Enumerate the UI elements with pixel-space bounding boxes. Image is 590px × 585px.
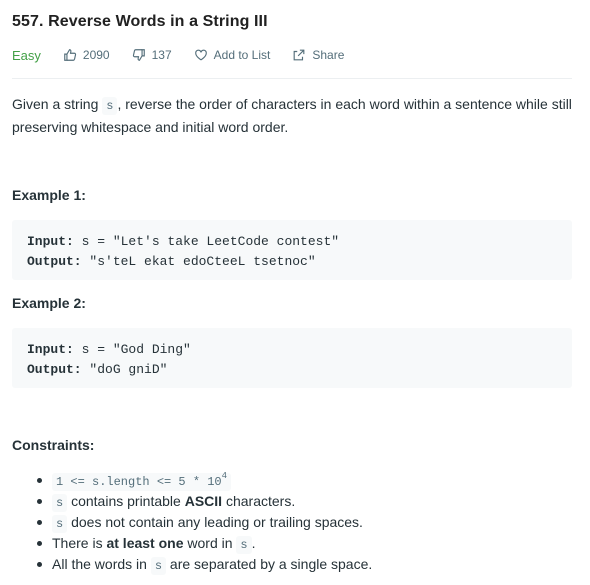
example-1-input-label: Input: <box>27 234 74 249</box>
constraint-text: are separated by a single space. <box>166 556 373 572</box>
thumbs-down-icon <box>132 49 145 61</box>
constraint-length-code: 1 <= s.length <= 5 * 10 <box>56 475 222 489</box>
example-2-title: Example 2: <box>12 295 86 311</box>
dislike-button[interactable]: 137 <box>132 48 172 62</box>
constraint-item: All the words in s are separated by a si… <box>12 554 572 575</box>
constraint-item: 1 <= s.length <= 5 * 104 <box>12 470 572 491</box>
problem-statement: Given a string s, reverse the order of c… <box>12 94 572 138</box>
like-count: 2090 <box>82 48 110 62</box>
constraints-title: Constraints: <box>12 437 95 453</box>
constraint-text: characters. <box>222 493 296 509</box>
example-2-output-label: Output: <box>27 362 82 377</box>
exponent: 4 <box>221 471 228 481</box>
inline-code: s <box>52 515 68 533</box>
example-2-block: Input: s = "God Ding" Output: "doG gniD" <box>12 328 572 388</box>
example-1-block: Input: s = "Let's take LeetCode contest"… <box>12 220 572 280</box>
inline-code: s <box>236 536 252 554</box>
like-button[interactable]: 2090 <box>63 48 110 62</box>
constraint-item: s does not contain any leading or traili… <box>12 512 572 533</box>
share-icon <box>293 49 305 61</box>
constraint-bold: at least one <box>106 535 184 551</box>
constraint-text: . <box>251 535 256 551</box>
example-2-output: "doG gniD" <box>81 362 168 377</box>
inline-code: s <box>52 494 68 512</box>
problem-title: 557. Reverse Words in a String III <box>12 13 268 30</box>
header-divider <box>12 78 572 79</box>
example-1-output-label: Output: <box>27 254 82 269</box>
statement-text: , reverse the order of characters in eac… <box>12 96 572 135</box>
problem-meta-bar: Easy 2090 137 Add to List <box>12 46 366 64</box>
add-to-list-button[interactable]: Add to List <box>194 48 271 62</box>
share-label: Share <box>312 48 345 62</box>
example-1-title: Example 1: <box>12 187 86 203</box>
constraint-item: There is at least one word in s. <box>12 533 572 554</box>
constraint-text: There is <box>52 535 107 551</box>
constraints-list: 1 <= s.length <= 5 * 104 s contains prin… <box>12 470 572 575</box>
example-1-input: s = "Let's take LeetCode contest" <box>73 234 340 249</box>
constraint-item: s contains printable ASCII characters. <box>12 491 572 512</box>
constraint-text: word in <box>183 535 237 551</box>
constraint-text: All the words in <box>52 556 151 572</box>
statement-text: Given a string <box>12 96 103 112</box>
dislike-count: 137 <box>151 48 172 62</box>
example-2-input-label: Input: <box>27 342 74 357</box>
constraint-bold: ASCII <box>184 493 223 509</box>
inline-code: s <box>102 97 118 115</box>
share-button[interactable]: Share <box>292 48 344 62</box>
inline-code: s <box>150 557 167 575</box>
difficulty-badge: Easy <box>12 47 41 63</box>
inline-code: 1 <= s.length <= 5 * 104 <box>52 471 232 491</box>
example-1-output: "s'teL ekat edoCteeL tsetnoc" <box>81 254 316 269</box>
thumbs-up-icon <box>64 49 77 61</box>
constraint-text: contains printable <box>67 493 185 509</box>
heart-icon <box>194 49 207 61</box>
constraint-text: does not contain any leading or trailing… <box>67 514 363 530</box>
example-2-input: s = "God Ding" <box>73 342 191 357</box>
add-to-list-label: Add to List <box>213 48 271 62</box>
